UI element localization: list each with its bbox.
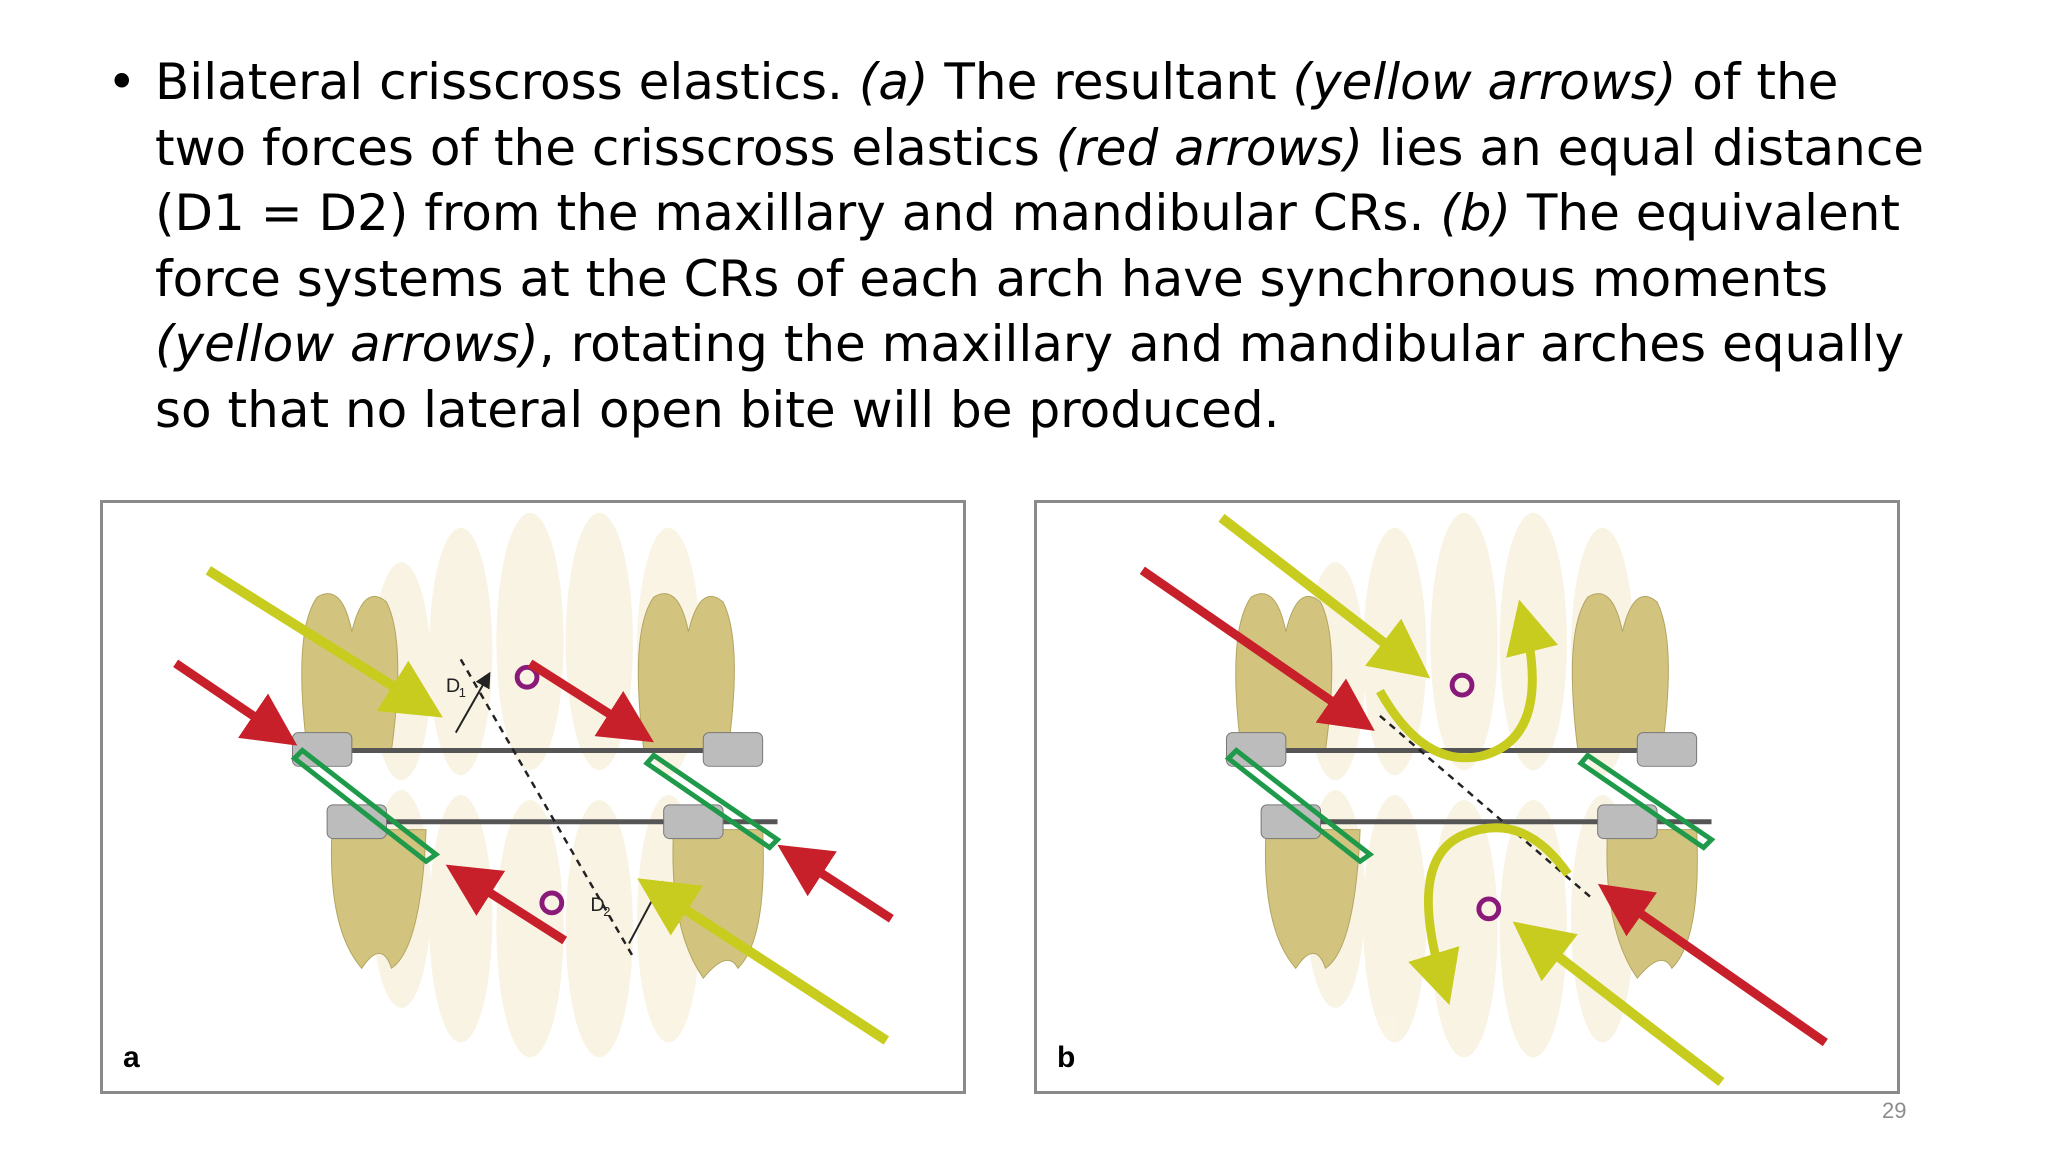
panel-a-illustration: D 1 D 2 xyxy=(173,512,894,1058)
caption-seg: of the two forces of the crisscross elas… xyxy=(155,53,1839,177)
panel-a-letter: a xyxy=(123,1041,140,1074)
yellow-moment-arrows xyxy=(1376,599,1572,1006)
caption-seg-italic: (red arrows) xyxy=(1055,118,1363,177)
center-of-resistance-upper xyxy=(514,664,540,690)
molar-lower-left-icon xyxy=(1264,829,1361,970)
caption-seg-italic: (yellow arrows) xyxy=(155,315,539,373)
center-of-resistance-lower xyxy=(539,890,565,916)
label-d1: D xyxy=(446,675,460,697)
red-force-arrows xyxy=(173,659,894,945)
yellow-resultant-arrows xyxy=(205,566,890,1045)
caption-seg: , rotating the maxillary and mandibular … xyxy=(155,315,1905,439)
caption-seg-italic: (b) xyxy=(1440,184,1511,242)
panel-b-illustration xyxy=(1139,512,1828,1087)
caption-seg-italic: (a) xyxy=(858,53,929,111)
bullet-point: • Bilateral crisscross elastics. (a) The… xyxy=(107,50,1955,443)
figure-panel-a: D 1 D 2 a xyxy=(100,500,966,1094)
brackets xyxy=(1225,732,1698,840)
resultant-line xyxy=(459,658,636,959)
d1-arrow xyxy=(454,671,491,734)
resultant-line xyxy=(1379,714,1594,900)
label-d2: D xyxy=(590,894,604,916)
caption-text: Bilateral crisscross elastics. (a) The r… xyxy=(155,50,1945,443)
yellow-resultant-arrows xyxy=(1218,513,1725,1087)
caption-seg: The resultant xyxy=(928,53,1293,111)
center-of-resistance-upper xyxy=(1449,672,1475,698)
red-force-arrows xyxy=(1139,566,1828,1047)
center-of-resistance-lower xyxy=(1476,896,1502,922)
molar-lower-left-icon xyxy=(330,829,427,970)
label-d1-sub: 1 xyxy=(459,685,466,700)
ghost-teeth xyxy=(371,512,701,1058)
caption-seg-italic: (yellow arrows) xyxy=(1292,53,1677,111)
brackets xyxy=(291,732,764,840)
panel-b-letter: b xyxy=(1057,1041,1076,1074)
label-d2-sub: 2 xyxy=(603,904,610,919)
molar-upper-right-icon xyxy=(637,593,735,751)
figure-panel-b: b xyxy=(1034,500,1900,1094)
slide-number: 29 xyxy=(1882,1098,1907,1123)
caption-seg: Bilateral crisscross elastics. xyxy=(155,53,859,111)
caption-seg: The equivalent force systems at the CRs … xyxy=(155,184,1901,308)
molar-upper-left-icon xyxy=(301,593,399,751)
bullet-dot: • xyxy=(107,53,137,111)
caption-seg: lies an equal distance (D1 = D2) from th… xyxy=(155,118,1925,243)
crisscross-elastics xyxy=(290,747,782,865)
molar-upper-right-icon xyxy=(1571,593,1669,751)
crisscross-elastics xyxy=(1224,747,1716,865)
